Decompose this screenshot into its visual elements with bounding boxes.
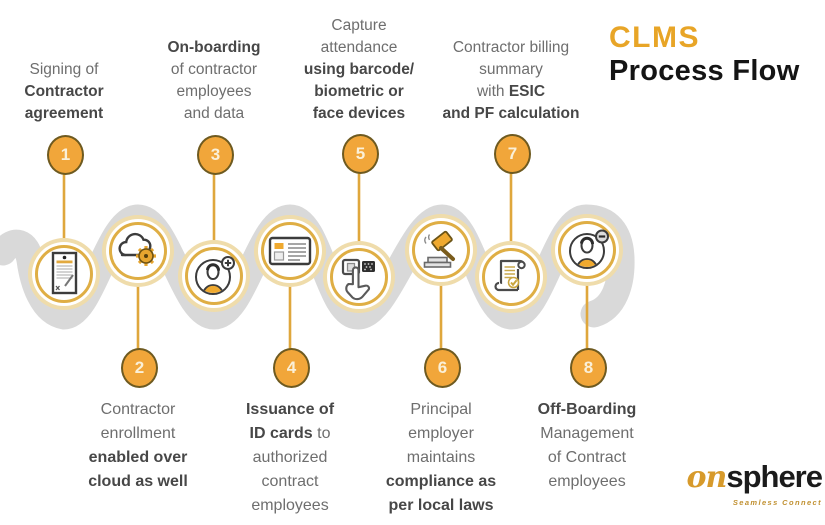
label-text: enabled over: [88, 449, 188, 466]
logo-name: sphere: [726, 459, 823, 494]
step-number-3: 3: [197, 135, 234, 175]
biometric-attendance-icon: [341, 258, 375, 301]
label-text: maintains: [406, 449, 476, 466]
step-label-6: Principal employer maintains compliance …: [361, 398, 521, 518]
step-number-5-value: 5: [355, 144, 366, 163]
label-text: Off-Boarding: [537, 401, 637, 418]
label-text: employees: [251, 497, 329, 514]
step-label-8: Off-Boarding Management of Contract empl…: [507, 398, 667, 494]
label-text: Principal: [410, 401, 472, 418]
label-text: Management: [540, 425, 634, 442]
node-step-4: [261, 222, 319, 280]
onsphere-logo: onsphere Seamless Connect: [660, 459, 823, 508]
label-text: employees: [548, 473, 626, 490]
step-number-2: 2: [121, 348, 158, 388]
step-label-3: On-boarding of contractor employees and …: [134, 37, 294, 125]
label-text: Contractor: [24, 83, 104, 100]
label-text: attendance: [320, 39, 398, 56]
billing-scroll-icon: [494, 259, 526, 292]
cloud-gear-icon: [118, 232, 156, 266]
step-number-5: 5: [342, 134, 379, 174]
label-text: Contractor: [100, 401, 176, 418]
label-text: On-boarding: [167, 39, 261, 56]
step-number-1: 1: [47, 135, 84, 175]
label-text: of contractor: [170, 61, 258, 78]
label-text: Signing of: [29, 61, 99, 78]
step-number-8: 8: [570, 348, 607, 388]
node-step-3: [185, 247, 243, 305]
step-number-8-value: 8: [583, 358, 594, 377]
person-add-icon: [195, 256, 235, 295]
step-label-4: Issuance of ID cards to authorized contr…: [210, 398, 370, 518]
logo-prefix: on: [686, 460, 728, 495]
label-text: enrollment: [100, 425, 176, 442]
node-step-1: [35, 245, 93, 303]
step-number-7: 7: [494, 134, 531, 174]
step-number-4: 4: [273, 348, 310, 388]
node-step-7: [482, 248, 540, 306]
label-text: summary: [479, 61, 543, 78]
step-number-7-value: 7: [507, 144, 518, 163]
gavel-compliance-icon: [423, 230, 455, 268]
step-number-6-value: 6: [437, 358, 448, 377]
label-text: employer: [408, 425, 474, 442]
node-step-5: [330, 248, 388, 306]
step-label-7: Contractor billing summary with ESIC and…: [431, 37, 591, 125]
label-text: and data: [183, 105, 245, 122]
page-title: CLMS Process Flow: [609, 21, 800, 88]
label-text: biometric or: [314, 83, 404, 100]
title-subtitle: Process Flow: [609, 55, 800, 87]
label-text: Contractor billing: [452, 39, 570, 56]
label-text: employees: [176, 83, 252, 100]
contract-document-icon: [51, 251, 78, 295]
node-step-2: [109, 222, 167, 280]
step-number-6: 6: [424, 348, 461, 388]
step-label-5: Capture attendance using barcode/ biomet…: [279, 15, 439, 125]
label-text: ESIC: [508, 83, 546, 100]
person-remove-icon: [569, 229, 609, 269]
logo-wordmark: onsphere: [660, 459, 823, 500]
label-text: with: [476, 83, 509, 100]
label-text: Issuance of: [245, 401, 335, 418]
label-text: using barcode/: [303, 61, 415, 78]
label-text: contract: [261, 473, 319, 490]
step-label-1: Signing of Contractor agreement: [0, 59, 144, 125]
node-step-6: [412, 221, 470, 279]
label-text: agreement: [24, 105, 104, 122]
label-text: cloud as well: [88, 473, 188, 490]
logo-tagline: Seamless Connect: [732, 498, 822, 507]
id-card-icon: [268, 236, 312, 266]
label-text: ID cards: [249, 425, 313, 442]
step-label-2: Contractor enrollment enabled over cloud…: [58, 398, 218, 494]
node-step-8: [558, 221, 616, 279]
label-text: to: [312, 425, 331, 442]
label-text: compliance as: [385, 473, 497, 490]
step-number-2-value: 2: [134, 358, 145, 377]
step-number-3-value: 3: [210, 145, 221, 164]
label-text: Capture: [331, 17, 387, 34]
label-text: per local laws: [388, 497, 494, 514]
label-text: face devices: [312, 105, 406, 122]
label-text: of Contract: [547, 449, 627, 466]
label-text: authorized: [252, 449, 328, 466]
step-number-1-value: 1: [60, 145, 71, 164]
brand-name: CLMS: [609, 21, 700, 54]
label-text: and PF calculation: [442, 105, 580, 122]
step-number-4-value: 4: [286, 358, 297, 377]
